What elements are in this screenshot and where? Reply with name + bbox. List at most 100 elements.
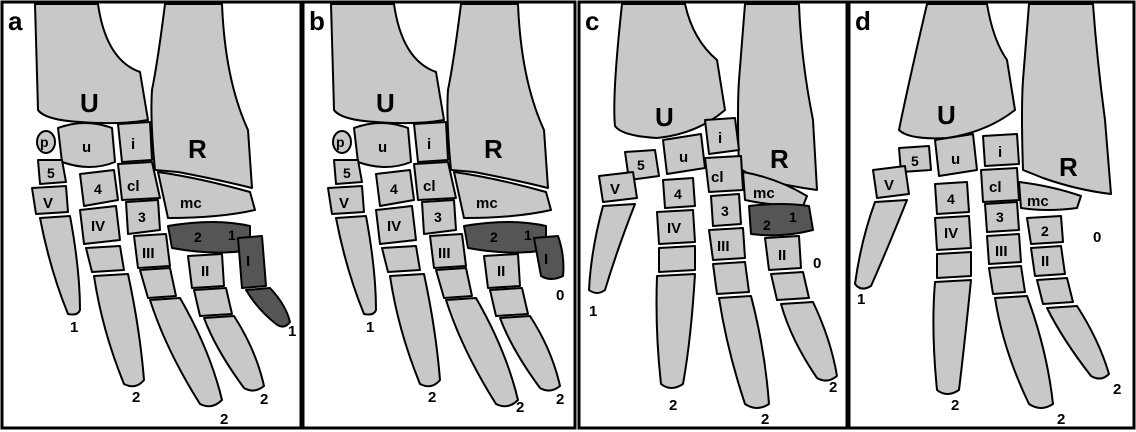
distal-carpal-2-label: 2 [490,229,498,245]
centrale-label: cl [989,179,1002,196]
distal-carpal-3-label: 3 [434,209,442,225]
digit-count-III: 2 [761,411,769,428]
metacarpal-II-label: II [1041,253,1049,270]
ulnare-label: u [951,151,960,168]
phalanx-digit-IV-1 [659,246,695,272]
panel-letter: a [8,6,23,36]
ulnare-label: u [378,139,387,156]
pisiform-label: p [336,134,345,150]
distal-carpal-2-label: 2 [1041,223,1049,239]
mc-label: mc [180,195,202,212]
metacarpal-III-label: III [717,238,730,255]
distal-carpal-3-label: 3 [138,209,146,225]
metacarpal-IV-label: IV [91,218,105,235]
distal-carpal-3-label: 3 [721,203,729,219]
mc-label: mc [476,195,498,212]
distal-carpal-5-label: 5 [343,165,351,181]
ulna-label: U [937,100,956,130]
panel-b: b U R p u i cl mc 5 4 3 2 1 V IV III II … [303,2,575,428]
radius-label: R [770,144,789,174]
digit-count-III: 2 [220,411,228,428]
radius-label: R [188,134,207,164]
metacarpal-IV-label: IV [387,218,401,235]
ulna-label: U [655,102,674,132]
phalanx-digit-IV-1 [86,246,124,272]
digit-count-I: 1 [288,323,296,340]
digit-count-V: 1 [366,319,374,336]
metacarpal-V-label: V [610,181,620,198]
mc-label: mc [753,185,775,202]
metacarpal-III-label: III [438,245,451,262]
digit-count-IV: 2 [951,397,959,414]
intermedium-label: i [998,144,1002,161]
metacarpal-II-label: II [778,247,786,264]
metacarpal-II-label: II [201,263,209,280]
phalanx-digit-II-1 [1037,278,1073,304]
distal-carpal-2-label: 2 [763,217,771,233]
mc-label: mc [1027,193,1049,210]
digit-count-I: 0 [556,287,564,304]
centrale-label: cl [127,178,140,195]
metacarpal-I-label: I [246,253,250,270]
distal-carpal-1-label: 1 [228,227,236,243]
distal-carpal-3-label: 3 [996,209,1004,225]
radius-label: R [484,134,503,164]
distal-carpal-1-label: 1 [789,209,797,225]
metacarpal-V-label: V [884,177,894,194]
intermedium-label: i [131,136,135,153]
distal-carpal-5-label: 5 [47,165,55,181]
distal-carpal-4-label: 4 [674,186,682,202]
digit-count-V: 1 [589,303,597,320]
digit-count-II: 2 [829,379,837,396]
phalanx-digit-III-1 [989,266,1025,294]
metacarpal-III-label: III [995,243,1008,260]
phalanx-digit-II-1 [194,288,232,316]
pisiform-label: p [40,134,49,150]
digit-count-II: 2 [556,391,564,408]
metacarpal-V-label: V [339,195,349,212]
digit-count-I: 0 [1093,229,1101,246]
centrale-label: cl [711,169,724,186]
metacarpal-IV-label: IV [944,225,958,242]
panel-letter: c [585,6,599,36]
distal-carpal-4-label: 4 [390,181,398,197]
distal-carpal-1-label: 1 [524,227,532,243]
metacarpal-V-label: V [43,195,53,212]
ulna-label: U [376,88,395,118]
digit-count-III: 2 [1057,411,1065,428]
metacarpal-II-label: II [497,263,505,280]
panel-d: d U R u i cl mc 5 4 3 2 V IV III II [849,2,1134,428]
radius-label: R [1059,152,1078,182]
distal-carpal-5-label: 5 [637,157,645,173]
distal-carpal-2-label: 2 [194,229,202,245]
digit-count-V: 1 [70,319,78,336]
digit-count-IV: 2 [428,389,436,406]
metacarpal-I [238,236,266,288]
digit-count-III: 2 [516,399,524,416]
digit-count-IV: 2 [669,397,677,414]
ulna-label: U [80,88,99,118]
metacarpal-III-label: III [142,245,155,262]
distal-carpal-2-1-fused [749,204,813,235]
digit-count-V: 1 [857,291,865,308]
panel-c: c U R u i cl mc 5 4 3 2 1 V IV III II [579,2,847,428]
digit-count-I: 0 [813,255,821,272]
panel-a: a U R p u i cl mc 5 4 3 2 1 V IV III [2,2,301,428]
digit-count-II: 2 [1113,381,1121,398]
ulnare-label: u [679,149,688,166]
metacarpal-I-label: I [544,251,548,268]
intermedium-label: i [718,130,722,147]
ulnare-label: u [82,139,91,156]
phalanx-digit-IV-1 [382,246,420,272]
phalanx-digit-III-1 [713,262,749,294]
phalanx-digit-II-1 [490,288,528,316]
digit-count-IV: 2 [132,389,140,406]
distal-carpal-4-label: 4 [94,181,102,197]
phalanx-digit-IV-1 [937,252,971,278]
distal-carpal-5-label: 5 [911,153,919,169]
centrale-label: cl [423,178,436,195]
intermedium-label: i [427,136,431,153]
phalanx-digit-II-1 [771,272,809,300]
distal-carpal-4-label: 4 [947,191,955,207]
